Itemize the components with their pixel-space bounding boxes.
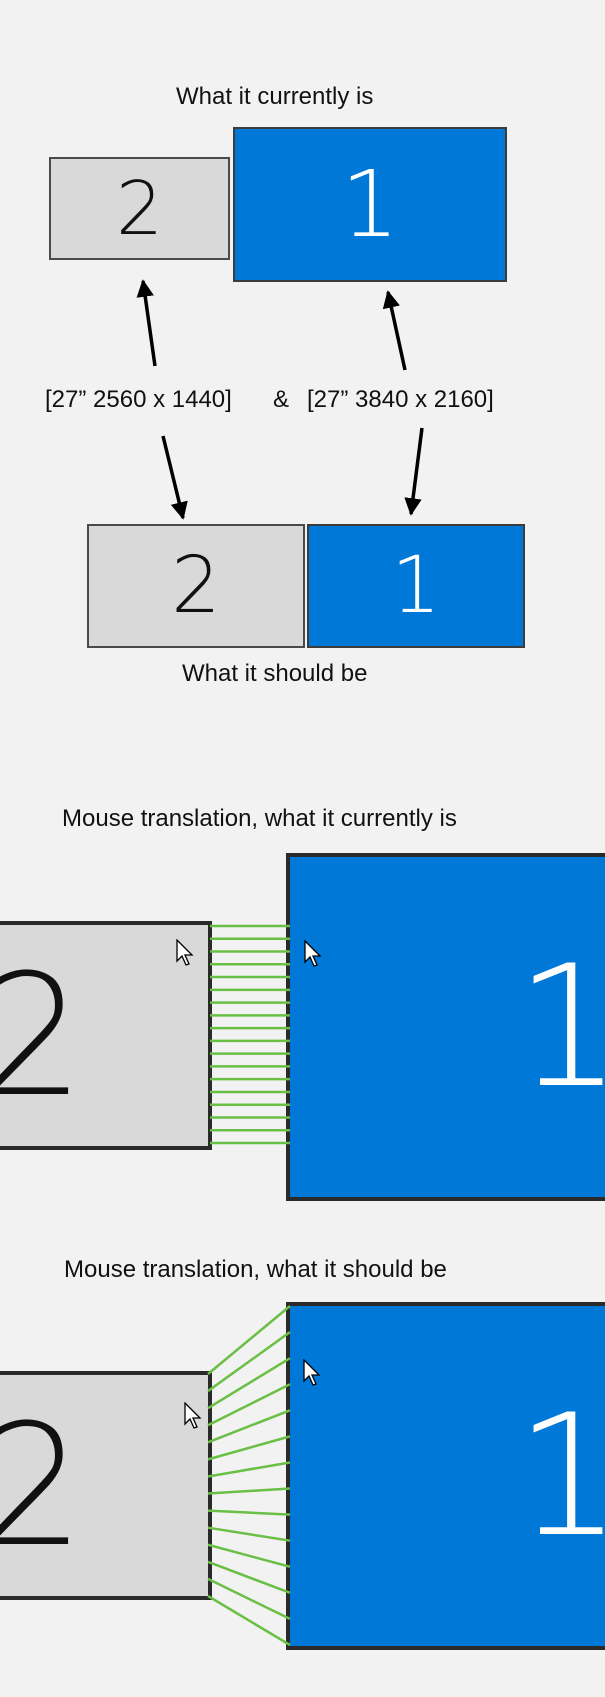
monitor-1-number: 1 <box>391 541 441 631</box>
monitor-1-desired: 1 <box>307 524 525 648</box>
mouse-cursor-icon <box>304 940 322 967</box>
monitor-2-number: 2 <box>171 541 221 631</box>
monitor-1-number: 1 <box>340 150 400 258</box>
current-arrangement-title: What it currently is <box>176 83 374 110</box>
translation-line <box>207 1461 291 1478</box>
monitor-2-number: 2 <box>0 952 85 1120</box>
translation-line <box>207 1560 291 1595</box>
monitor-2-translation-desired: 2 <box>0 1371 212 1600</box>
translation-line <box>207 1357 291 1410</box>
translation-line <box>207 1383 291 1427</box>
translation-line <box>207 1487 291 1495</box>
monitor-2-desired: 2 <box>87 524 305 648</box>
mouse-cursor-icon <box>176 939 194 966</box>
translation-line <box>207 1543 291 1568</box>
translation-desired-title: Mouse translation, what it should be <box>64 1256 447 1283</box>
monitor-1-translation-current: 1 <box>286 853 605 1201</box>
spec-separator: & <box>273 386 290 413</box>
arrow-icon <box>161 435 188 520</box>
translation-line <box>207 1409 291 1444</box>
translation-line <box>207 1331 291 1393</box>
translation-line <box>207 1509 291 1516</box>
arrow-icon <box>404 427 424 516</box>
translation-current-title: Mouse translation, what it currently is <box>62 805 457 832</box>
monitor-1-number: 1 <box>515 943 605 1111</box>
monitor-2-current: 2 <box>49 157 230 260</box>
arrows-overlay <box>136 279 424 520</box>
mouse-cursor-icon <box>184 1402 202 1429</box>
monitor-1-number: 1 <box>515 1392 605 1560</box>
spec-right: [27” 3840 x 2160] <box>307 386 494 413</box>
translation-line <box>207 1305 291 1375</box>
arrow-icon <box>136 279 157 367</box>
monitor-1-translation-desired: 1 <box>286 1302 605 1650</box>
translation-line <box>207 1435 291 1461</box>
monitor-1-current: 1 <box>233 127 507 282</box>
desired-arrangement-title: What it should be <box>182 660 368 687</box>
spec-left: [27” 2560 x 1440] <box>45 386 232 413</box>
translation-line <box>207 1594 291 1647</box>
translation-line <box>207 1577 291 1621</box>
mouse-cursor-icon <box>303 1359 321 1386</box>
translation-line <box>207 1526 291 1542</box>
monitor-2-number: 2 <box>115 165 164 252</box>
arrow-icon <box>382 290 407 371</box>
monitor-2-number: 2 <box>0 1402 85 1570</box>
